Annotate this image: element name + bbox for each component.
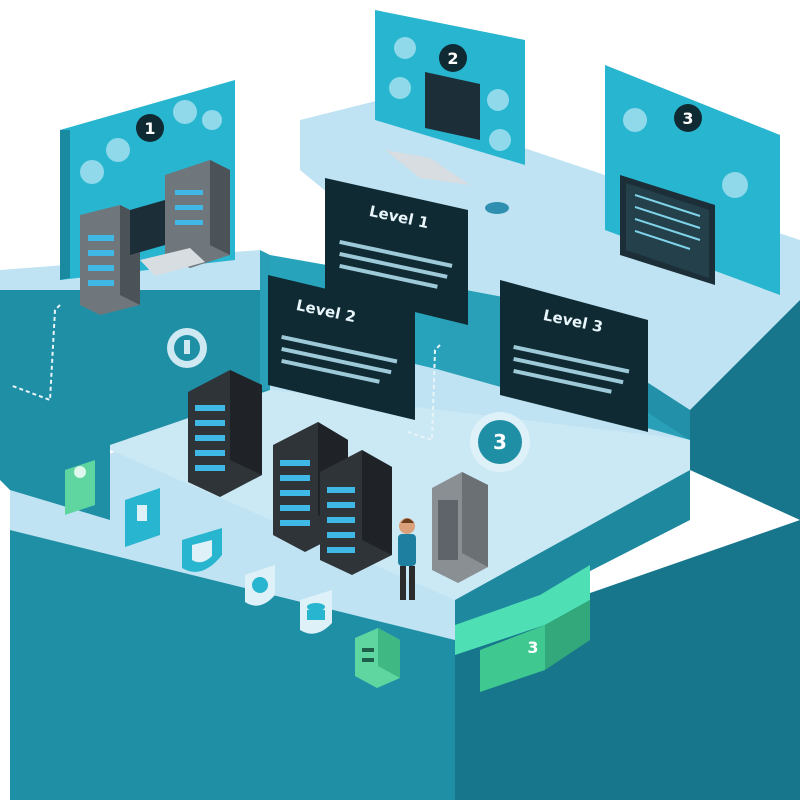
base-platform <box>10 450 800 800</box>
badge-3-number: 3 <box>682 109 693 128</box>
monitor-icon <box>130 200 165 255</box>
database-icon <box>300 590 332 634</box>
level-1-label-box: Level 1 <box>325 178 468 325</box>
database-icon <box>355 628 400 688</box>
panel-3: 3 <box>605 65 780 295</box>
lock-icon <box>394 37 416 59</box>
badge-3-wall: 3 <box>470 412 530 472</box>
cloud-icon <box>722 172 748 198</box>
cloud-icon <box>80 160 104 184</box>
level-2-servers <box>188 370 488 583</box>
badge-3-wall-number: 3 <box>493 430 507 454</box>
shield-icon <box>182 528 222 572</box>
monitor-icon <box>425 72 480 140</box>
badge-2-number: 2 <box>447 49 458 68</box>
badge-1 <box>136 114 164 142</box>
gear-icon <box>202 110 222 130</box>
person-icon <box>398 518 416 600</box>
lock-icon <box>106 138 130 162</box>
lock-icon <box>65 460 95 515</box>
shield-icon <box>173 100 197 124</box>
mouse-icon <box>485 202 509 214</box>
cloud-icon <box>389 77 411 99</box>
green-step-number: 3 <box>527 638 538 657</box>
lock-icon <box>125 488 160 547</box>
keyboard-icon <box>385 150 470 185</box>
panel-2: 2 <box>375 10 525 214</box>
cables <box>9 304 441 442</box>
gear-icon <box>489 129 511 151</box>
lock-icon <box>167 328 207 368</box>
badge-2 <box>439 44 467 72</box>
cloud-icon <box>623 108 647 132</box>
level-1-equipment <box>80 160 230 315</box>
server-rack-icon <box>188 370 262 497</box>
shield-icon <box>487 89 509 111</box>
badge-1-number: 1 <box>144 119 155 138</box>
server-rack-icon <box>432 472 488 583</box>
level-2-label-box: Level 2 <box>268 275 415 420</box>
gear-icon <box>245 565 275 606</box>
badge-3 <box>674 104 702 132</box>
server-rack-icon <box>320 450 392 575</box>
green-step: 3 <box>455 565 590 692</box>
level-3-label-box: Level 3 <box>500 280 648 432</box>
keyboard-icon <box>140 248 205 276</box>
base-step-icons <box>65 460 400 688</box>
